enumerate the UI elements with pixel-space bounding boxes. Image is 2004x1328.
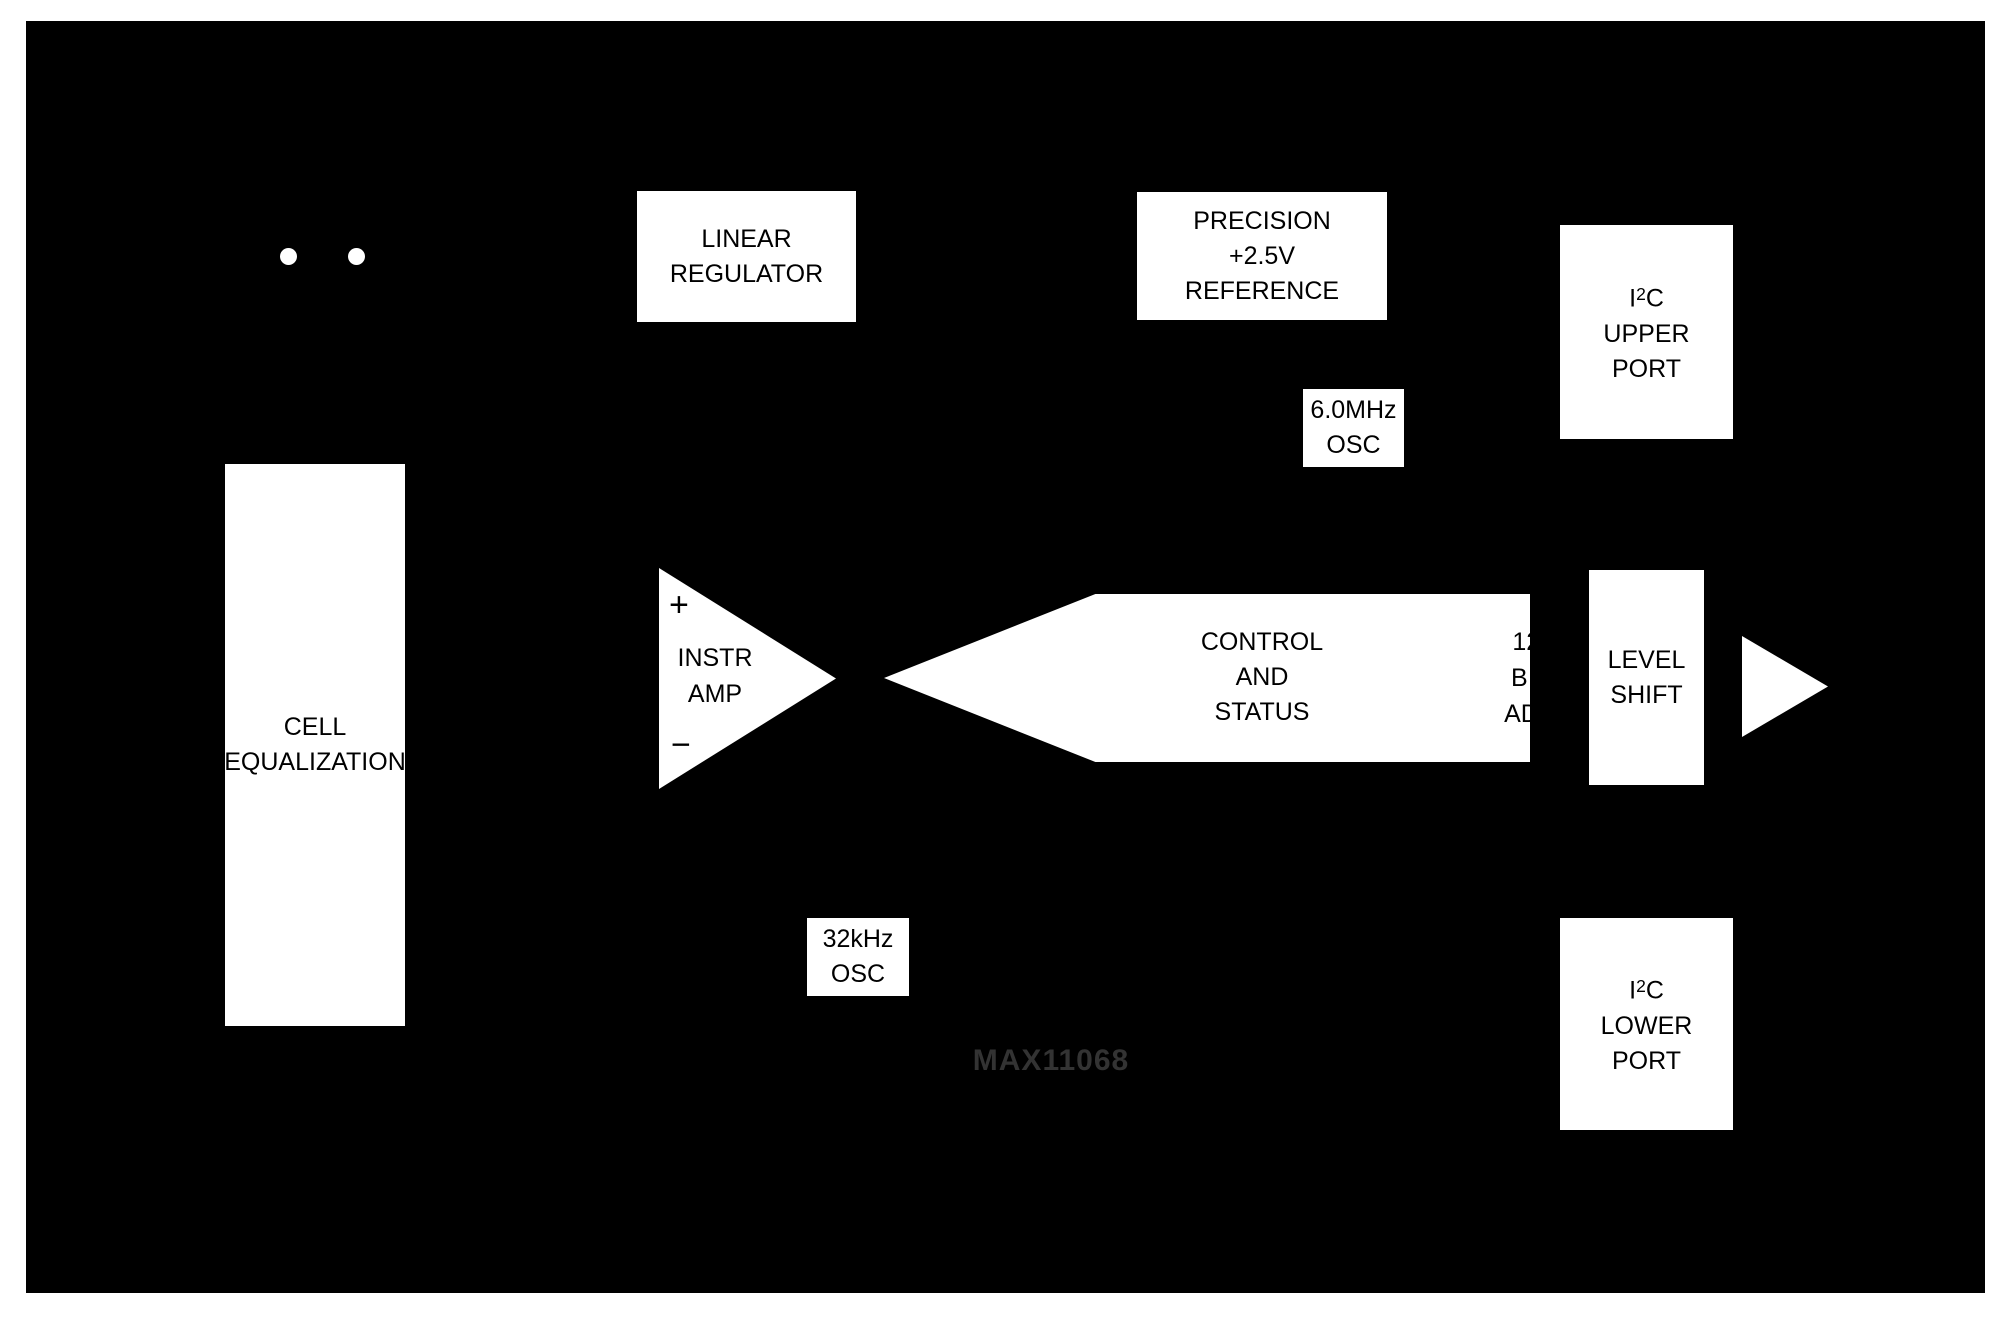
- block-control-and-status: CONTROL AND STATUS: [1137, 594, 1387, 761]
- block-label-line: PORT: [1612, 1046, 1681, 1075]
- block-label-line: PRECISION: [1193, 206, 1331, 235]
- block-label-line: PORT: [1612, 354, 1681, 383]
- block-label-line: LOWER: [1600, 1011, 1693, 1040]
- block-i2c-lower-port: I2C LOWER PORT: [1560, 918, 1733, 1130]
- block-level-shift: LEVEL SHIFT: [1589, 570, 1704, 785]
- block-label-line: STATUS: [1214, 698, 1310, 726]
- amp-plus-sign: +: [669, 586, 689, 624]
- block-label-line: ADC: [1504, 700, 1557, 728]
- i2c-label: I2C: [1629, 284, 1664, 313]
- block-linear-regulator: LINEAR REGULATOR: [637, 191, 856, 322]
- instr-amp-label: INSTR AMP: [659, 640, 771, 712]
- block-label-line: CELL: [283, 713, 347, 741]
- block-label-line: EQUALIZATION: [224, 748, 406, 776]
- block-label-line: OSC: [1326, 431, 1381, 459]
- block-i2c-upper-port: I2C UPPER PORT: [1560, 225, 1733, 439]
- block-label-line: 32kHz: [822, 925, 894, 953]
- block-6mhz-osc: 6.0MHz OSC: [1303, 389, 1404, 467]
- block-label-line: 12-BIT: [1511, 628, 1550, 692]
- block-label-line: CONTROL: [1200, 628, 1324, 656]
- i2c-label: I2C: [1629, 976, 1664, 1005]
- block-label-line: OSC: [830, 960, 886, 988]
- chip-part-number-label: MAX11068: [972, 1044, 1130, 1077]
- connection-dot-right: [348, 248, 365, 265]
- block-label-line: AMP: [687, 680, 743, 708]
- diagram-canvas: LINEAR REGULATOR PRECISION +2.5V REFEREN…: [26, 21, 1985, 1293]
- block-label-line: LEVEL: [1607, 645, 1686, 674]
- block-label-line: 6.0MHz: [1310, 396, 1397, 424]
- block-label-line: INSTR: [677, 644, 753, 672]
- connection-dot-left: [280, 248, 297, 265]
- instr-amp-triangle-symbol: + − INSTR AMP: [659, 568, 836, 789]
- block-precision-reference: PRECISION +2.5V REFERENCE: [1137, 192, 1387, 320]
- block-cell-equalization: CELL EQUALIZATION: [224, 464, 406, 1026]
- block-label-line: +2.5V: [1228, 241, 1296, 270]
- amp-minus-sign: −: [671, 726, 691, 764]
- block-label-line: REGULATOR: [669, 259, 824, 288]
- block-32khz-osc: 32kHz OSC: [807, 918, 909, 996]
- i2c-superscript: 2: [1636, 976, 1646, 997]
- block-label-line: AND: [1235, 663, 1289, 691]
- buffer-amp-triangle-symbol: [1742, 636, 1828, 737]
- i2c-superscript: 2: [1636, 284, 1646, 305]
- block-label-line: UPPER: [1603, 319, 1690, 348]
- block-label-line: SHIFT: [1610, 680, 1683, 709]
- block-label-line: LINEAR: [701, 224, 792, 253]
- block-label-line: REFERENCE: [1184, 276, 1340, 305]
